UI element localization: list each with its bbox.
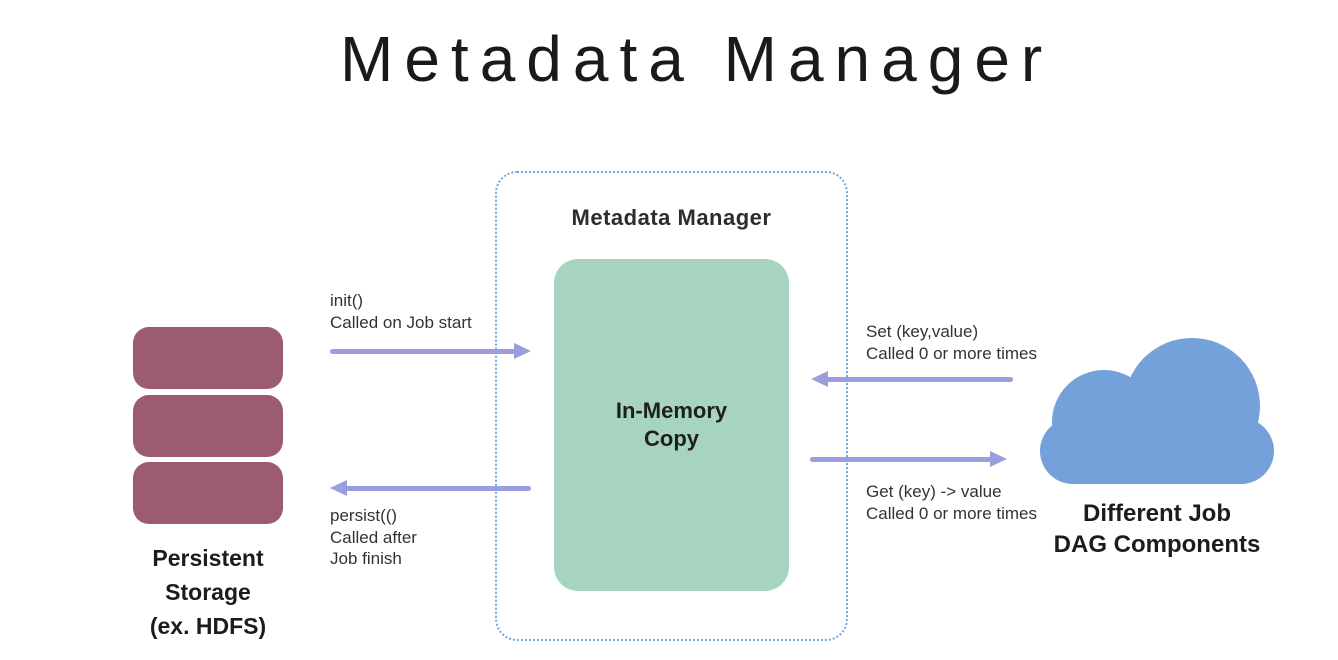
init-arrow-label: init() Called on Job start (330, 290, 472, 333)
note-line: Called after (330, 527, 417, 547)
memory-label-line: In-Memory (615, 398, 728, 423)
arrow-head-right-icon (990, 451, 1007, 467)
arrow-shaft (342, 486, 531, 491)
init-arrow (330, 343, 531, 360)
note-line: Set (key,value) (866, 322, 979, 341)
storage-label-line: Persistent (152, 545, 264, 571)
diagram-title: Metadata Manager (340, 23, 1054, 95)
storage-disk (133, 327, 283, 389)
metadata-manager-box: Metadata Manager In-Memory Copy (495, 171, 848, 641)
note-line: persist(() (330, 506, 398, 525)
arrow-head-left-icon (811, 371, 828, 387)
persistent-storage-label: Persistent Storage (ex. HDFS) (113, 541, 303, 643)
set-arrow (811, 371, 1013, 388)
cloud-label-line: Different Job (1082, 500, 1231, 527)
storage-disk (133, 462, 283, 524)
get-arrow (810, 451, 1007, 468)
storage-label-line: (ex. HDFS) (149, 613, 267, 639)
persist-arrow-label: persist(() Called after Job finish (330, 505, 417, 570)
note-line: Called on Job start (330, 312, 472, 332)
arrow-shaft (823, 377, 1013, 382)
note-line: Called 0 or more times (866, 503, 1038, 523)
arrow-head-right-icon (514, 343, 531, 359)
cloud-label-line: DAG Components (1053, 531, 1261, 558)
note-line: Called 0 or more times (866, 343, 1038, 363)
get-arrow-label: Get (key) -> value Called 0 or more time… (866, 481, 1037, 524)
persist-arrow (330, 480, 531, 497)
storage-label-line: Storage (165, 579, 251, 605)
arrow-shaft (330, 349, 519, 354)
note-line: init() (330, 291, 364, 310)
in-memory-copy-box: In-Memory Copy (554, 259, 789, 591)
cloud-icon (1040, 338, 1274, 484)
arrow-head-left-icon (330, 480, 347, 496)
arrow-shaft (810, 457, 995, 462)
set-arrow-label: Set (key,value) Called 0 or more times (866, 321, 1037, 364)
in-memory-copy-label: In-Memory Copy (616, 397, 727, 453)
storage-disk (133, 395, 283, 457)
metadata-manager-label: Metadata Manager (571, 205, 772, 230)
note-line: Job finish (330, 549, 402, 568)
note-line: Get (key) -> value (866, 482, 1002, 501)
memory-label-line: Copy (644, 426, 699, 451)
dag-components-label: Different Job DAG Components (1030, 498, 1284, 560)
